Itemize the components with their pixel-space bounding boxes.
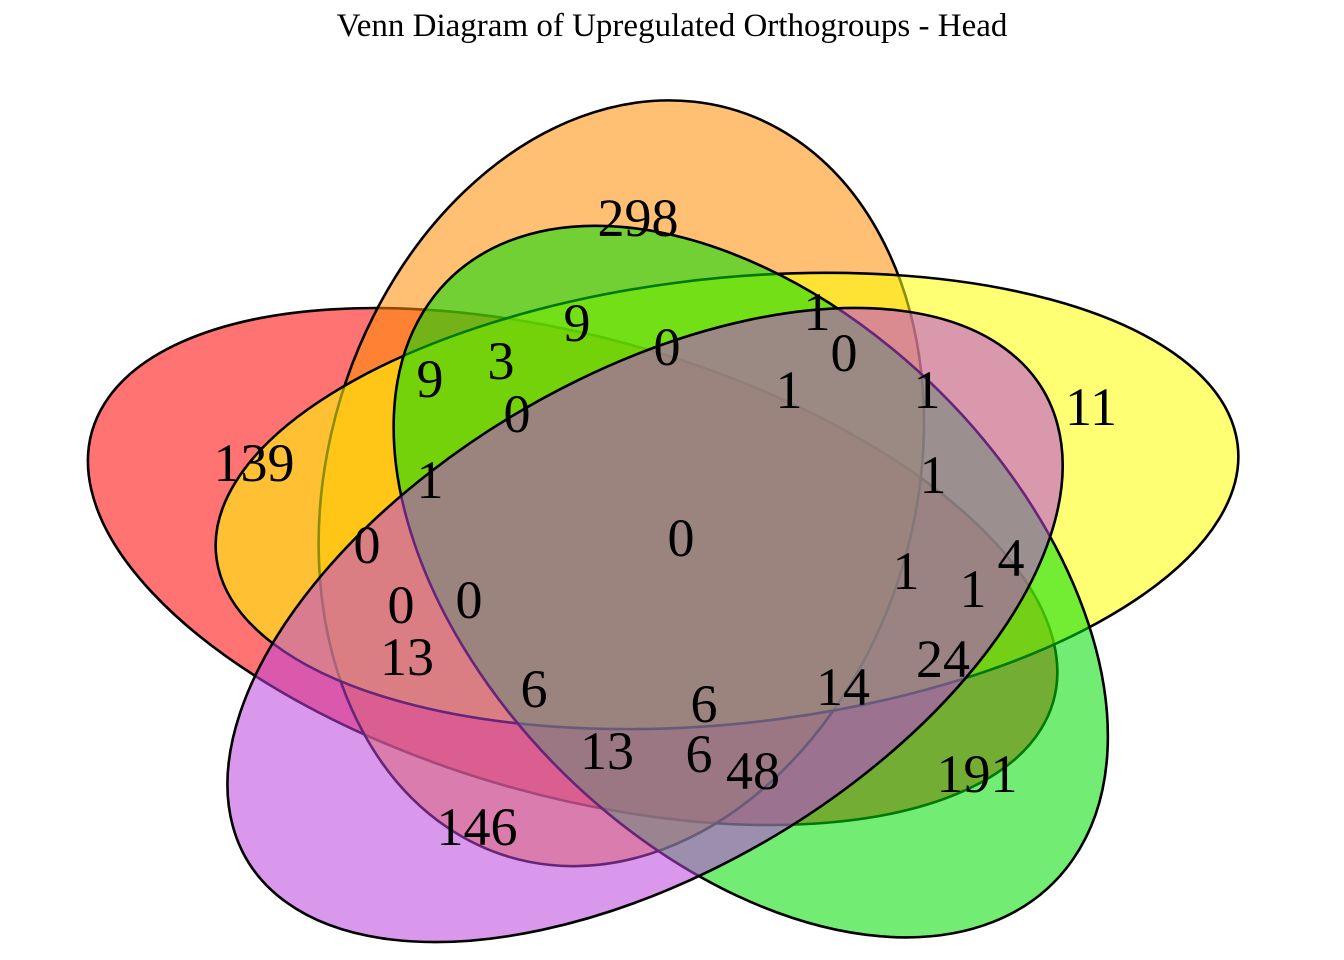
region-count: 139 bbox=[213, 433, 295, 493]
region-count: 0 bbox=[653, 317, 681, 377]
region-count: 191 bbox=[936, 744, 1018, 804]
region-count: 9 bbox=[563, 293, 591, 353]
region-count: 14 bbox=[816, 657, 870, 717]
region-count: 0 bbox=[387, 575, 415, 635]
region-count: 0 bbox=[455, 570, 483, 630]
region-count: 9 bbox=[416, 349, 444, 409]
region-count: 1 bbox=[913, 360, 941, 420]
region-count: 298 bbox=[597, 188, 679, 248]
region-count: 6 bbox=[520, 659, 548, 719]
region-count: 13 bbox=[580, 721, 634, 781]
region-count: 48 bbox=[726, 741, 780, 801]
region-count: 3 bbox=[487, 331, 515, 391]
region-count: 0 bbox=[353, 515, 381, 575]
region-count: 0 bbox=[830, 323, 858, 383]
venn-set5-bottom-left-ellipse bbox=[73, 194, 1218, 960]
region-count: 24 bbox=[916, 629, 970, 689]
region-count: 1 bbox=[775, 360, 803, 420]
region-count: 0 bbox=[667, 508, 695, 568]
region-count: 1 bbox=[892, 541, 920, 601]
region-count: 11 bbox=[1065, 377, 1117, 437]
region-count: 6 bbox=[690, 674, 718, 734]
region-count: 1 bbox=[919, 445, 947, 505]
region-count: 1 bbox=[416, 450, 444, 510]
region-count: 13 bbox=[380, 627, 434, 687]
region-count: 1 bbox=[959, 559, 987, 619]
region-count: 6 bbox=[685, 724, 713, 784]
region-count: 4 bbox=[997, 528, 1025, 588]
chart-title: Venn Diagram of Upregulated Orthogroups … bbox=[336, 8, 1008, 44]
region-count: 1 bbox=[803, 282, 831, 342]
region-count: 146 bbox=[436, 797, 518, 857]
region-count: 0 bbox=[503, 384, 531, 444]
